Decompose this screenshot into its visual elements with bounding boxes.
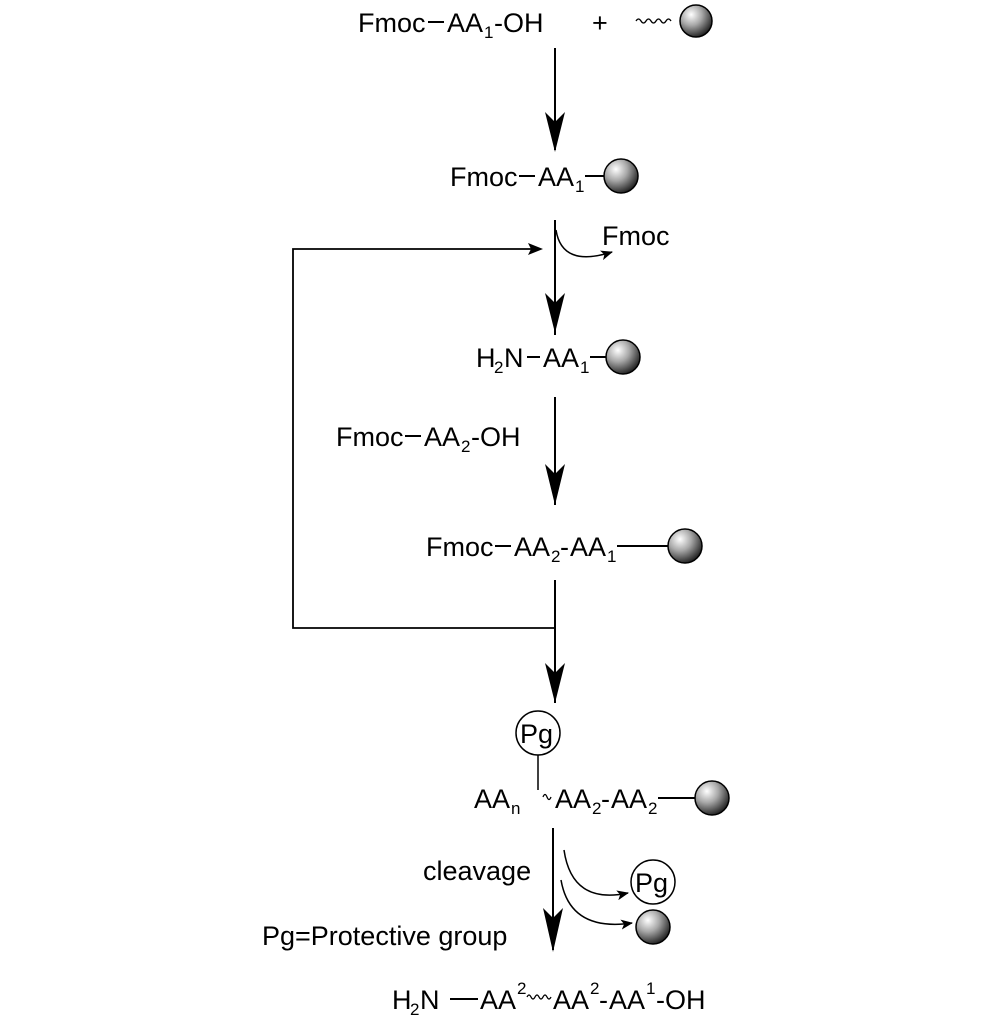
aan-subscript: n — [511, 799, 520, 818]
resin-bead-icon — [667, 528, 703, 564]
loaded-resin: Fmoc AA 1 — [450, 158, 639, 196]
aa2-subscript: 2 — [551, 547, 560, 566]
hyphen: - — [599, 985, 608, 1015]
resin-linker-wavy — [635, 18, 672, 24]
plus-sign: + — [592, 8, 608, 38]
resin-bead-icon — [605, 339, 641, 375]
released-pg-circle — [630, 859, 676, 905]
oh-label: -OH — [471, 422, 521, 452]
aa2-label: AA — [514, 532, 550, 562]
hyphen: - — [601, 784, 610, 814]
deprotection-arrowhead — [545, 293, 565, 333]
aa2b-subscript: 2 — [648, 799, 657, 818]
h-subscript: 2 — [410, 1000, 419, 1019]
aa1-label: AA — [570, 532, 606, 562]
fmoc-label: Fmoc — [336, 422, 404, 452]
product-peptide: H 2 N AA 2 AA 2 - AA 1 -OH — [392, 979, 706, 1019]
aa2a-subscript: 2 — [592, 799, 601, 818]
aa2b-label: AA — [611, 784, 647, 814]
protected-peptide-resin: Pg AA n AA 2 - AA 2 — [474, 710, 730, 818]
coupling-reagent: Fmoc AA 2 -OH — [336, 422, 521, 456]
fmoc-label: Fmoc — [358, 8, 426, 38]
free-amine-resin: H 2 N AA 1 — [476, 339, 641, 377]
aa-a-label: AA — [480, 985, 516, 1015]
chain-wavy — [542, 793, 552, 801]
aa-subscript: 1 — [484, 23, 493, 42]
aan-label: AA — [474, 784, 510, 814]
n-label: N — [420, 985, 440, 1015]
resin-bead-icon — [603, 158, 639, 194]
aa2a-label: AA — [555, 784, 591, 814]
resin-bead-icon — [679, 4, 713, 38]
start-reagent: Fmoc AA 1 -OH + — [358, 8, 608, 42]
n-label: N — [504, 343, 524, 373]
aa-c-superscript: 1 — [646, 979, 655, 998]
aa-b-superscript: 2 — [590, 979, 599, 998]
reaction-arrowhead — [545, 112, 565, 152]
pg-label: Pg — [520, 719, 553, 749]
fmoc-removal-curved-arrow — [555, 229, 613, 261]
released-pg-label: Pg — [635, 868, 668, 898]
elongation-arrowhead — [545, 663, 565, 703]
pg-release-curved-arrow — [563, 849, 629, 901]
chain-wavy — [526, 994, 552, 1000]
dipeptide-resin: Fmoc AA 2 - AA 1 — [426, 528, 703, 566]
h-subscript: 2 — [494, 358, 503, 377]
fmoc-label: Fmoc — [450, 162, 518, 192]
released-resin-bead-icon — [635, 909, 671, 945]
removed-fmoc-label: Fmoc — [602, 221, 670, 251]
aa-label: AA — [543, 343, 579, 373]
fmoc-label: Fmoc — [426, 532, 494, 562]
aa-c-label: AA — [609, 985, 645, 1015]
cycle-loop-line — [292, 248, 555, 629]
cleavage-label: cleavage — [423, 856, 531, 886]
cycle-loop-arrowhead — [528, 243, 543, 255]
hyphen: - — [560, 532, 569, 562]
aa-b-label: AA — [553, 985, 589, 1015]
aa-subscript: 1 — [580, 358, 589, 377]
resin-bead-icon — [694, 780, 730, 816]
oh-label: -OH — [494, 8, 544, 38]
aa-a-superscript: 2 — [517, 979, 526, 998]
aa-label: AA — [447, 8, 483, 38]
coupling-arrowhead — [545, 464, 565, 505]
oh-label: -OH — [656, 985, 706, 1015]
resin-release-curved-arrow — [560, 879, 633, 930]
aa-label: AA — [424, 422, 460, 452]
cleavage-arrowhead — [543, 908, 563, 952]
aa-label: AA — [538, 162, 574, 192]
aa-subscript: 1 — [575, 177, 584, 196]
h-label: H — [392, 985, 412, 1015]
h-label: H — [476, 343, 496, 373]
aa1-subscript: 1 — [607, 547, 616, 566]
aa-subscript: 2 — [461, 437, 470, 456]
pg-legend: Pg=Protective group — [262, 921, 507, 951]
